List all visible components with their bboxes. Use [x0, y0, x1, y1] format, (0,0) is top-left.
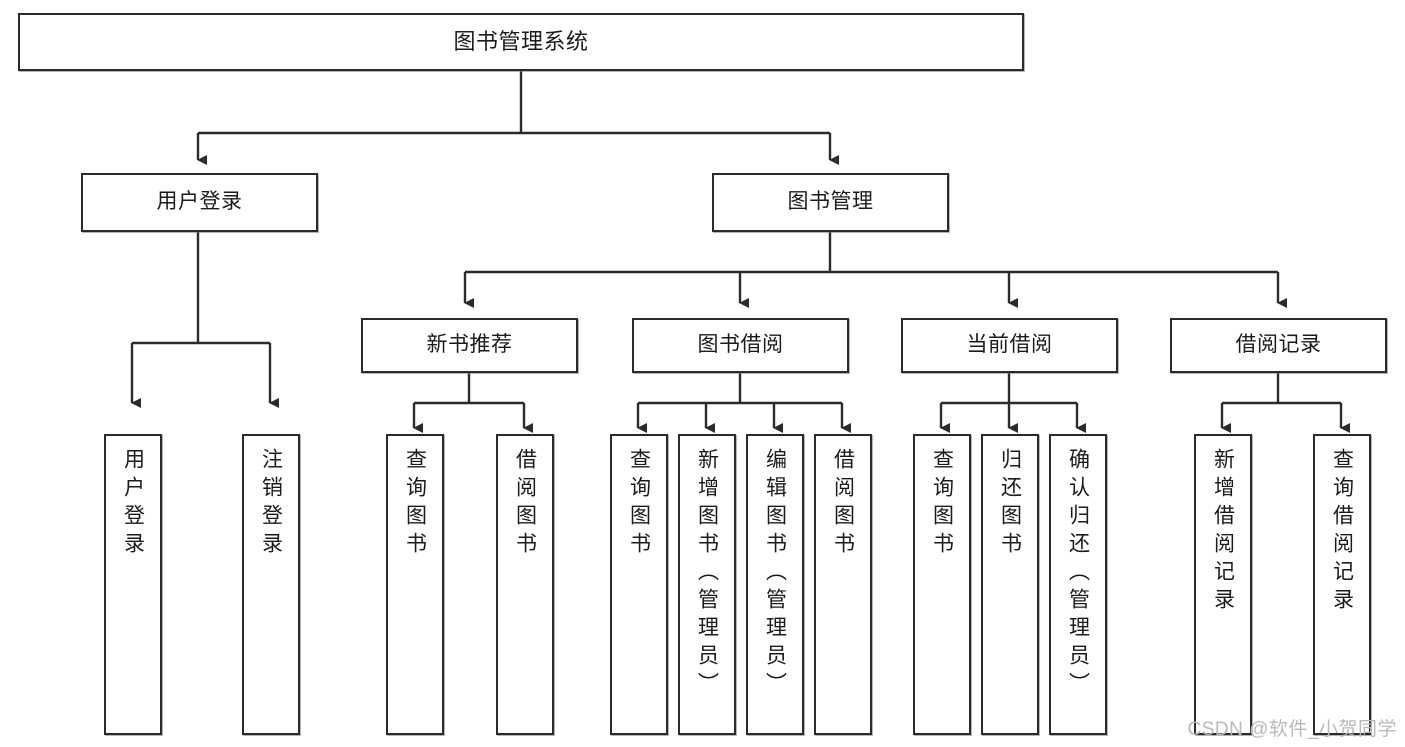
node-label: 当前借阅	[966, 333, 1053, 357]
node-book-borrow[interactable]: 图书借阅	[632, 318, 849, 373]
node-label: 查询借阅记录	[1330, 448, 1354, 616]
node-label: 新增图书（管理员）	[695, 448, 719, 700]
csdn-watermark: CSDN @软件_小贺同学	[1187, 719, 1397, 740]
node-label: 图书借阅	[697, 333, 784, 357]
node-user-login[interactable]: 用户登录	[81, 173, 318, 232]
node-root-system[interactable]: 图书管理系统	[18, 13, 1024, 71]
leaf-user-login-login[interactable]: 用户登录	[104, 434, 162, 735]
node-label: 借阅记录	[1235, 333, 1322, 357]
leaf-borrow-record-add-record[interactable]: 新增借阅记录	[1194, 434, 1252, 735]
node-new-book-recommend[interactable]: 新书推荐	[361, 318, 578, 373]
node-label: 归还图书	[998, 448, 1022, 560]
node-label: 查询图书	[403, 448, 427, 560]
node-label: 图书管理	[787, 190, 874, 214]
leaf-book-borrow-add-book[interactable]: 新增图书（管理员）	[678, 434, 736, 735]
node-label: 新书推荐	[426, 333, 513, 357]
node-label: 确认归还（管理员）	[1066, 448, 1090, 700]
node-label: 注销登录	[259, 448, 283, 560]
leaf-borrow-record-query-record[interactable]: 查询借阅记录	[1313, 434, 1371, 735]
node-book-management[interactable]: 图书管理	[712, 173, 949, 232]
leaf-new-book-query-book[interactable]: 查询图书	[386, 434, 444, 735]
leaf-current-borrow-return-book[interactable]: 归还图书	[981, 434, 1039, 735]
leaf-current-borrow-confirm-return[interactable]: 确认归还（管理员）	[1049, 434, 1107, 735]
node-borrow-record[interactable]: 借阅记录	[1170, 318, 1387, 373]
leaf-book-borrow-query-book[interactable]: 查询图书	[610, 434, 668, 735]
node-label: 编辑图书（管理员）	[763, 448, 787, 700]
node-label: 新增借阅记录	[1211, 448, 1235, 616]
leaf-book-borrow-borrow-book[interactable]: 借阅图书	[814, 434, 872, 735]
node-label: 借阅图书	[831, 448, 855, 560]
node-label: 用户登录	[121, 448, 145, 560]
node-label: 图书管理系统	[453, 29, 589, 55]
node-label: 查询图书	[930, 448, 954, 560]
leaf-current-borrow-query-book[interactable]: 查询图书	[913, 434, 971, 735]
node-label: 用户登录	[156, 190, 243, 214]
node-current-borrow[interactable]: 当前借阅	[901, 318, 1118, 373]
node-label: 查询图书	[627, 448, 651, 560]
leaf-book-borrow-edit-book[interactable]: 编辑图书（管理员）	[746, 434, 804, 735]
leaf-user-login-logout[interactable]: 注销登录	[242, 434, 300, 735]
node-label: 借阅图书	[513, 448, 537, 560]
leaf-new-book-borrow-book[interactable]: 借阅图书	[496, 434, 554, 735]
